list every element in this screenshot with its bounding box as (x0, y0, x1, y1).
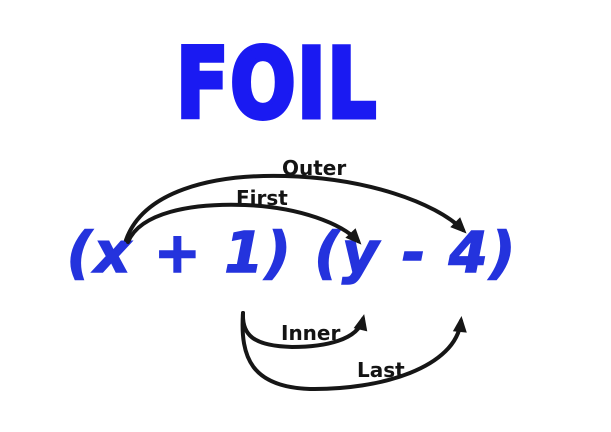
last-arrow-label: Last (357, 358, 405, 382)
first-arrow-label: First (236, 186, 288, 210)
page-title: FOIL (174, 28, 378, 140)
last-arrow (240, 311, 467, 392)
outer-arrow-label: Outer (282, 156, 347, 180)
inner-arrow-label: Inner (281, 321, 341, 345)
binomial-expression: (x + 1) (y - 4) (66, 221, 518, 286)
